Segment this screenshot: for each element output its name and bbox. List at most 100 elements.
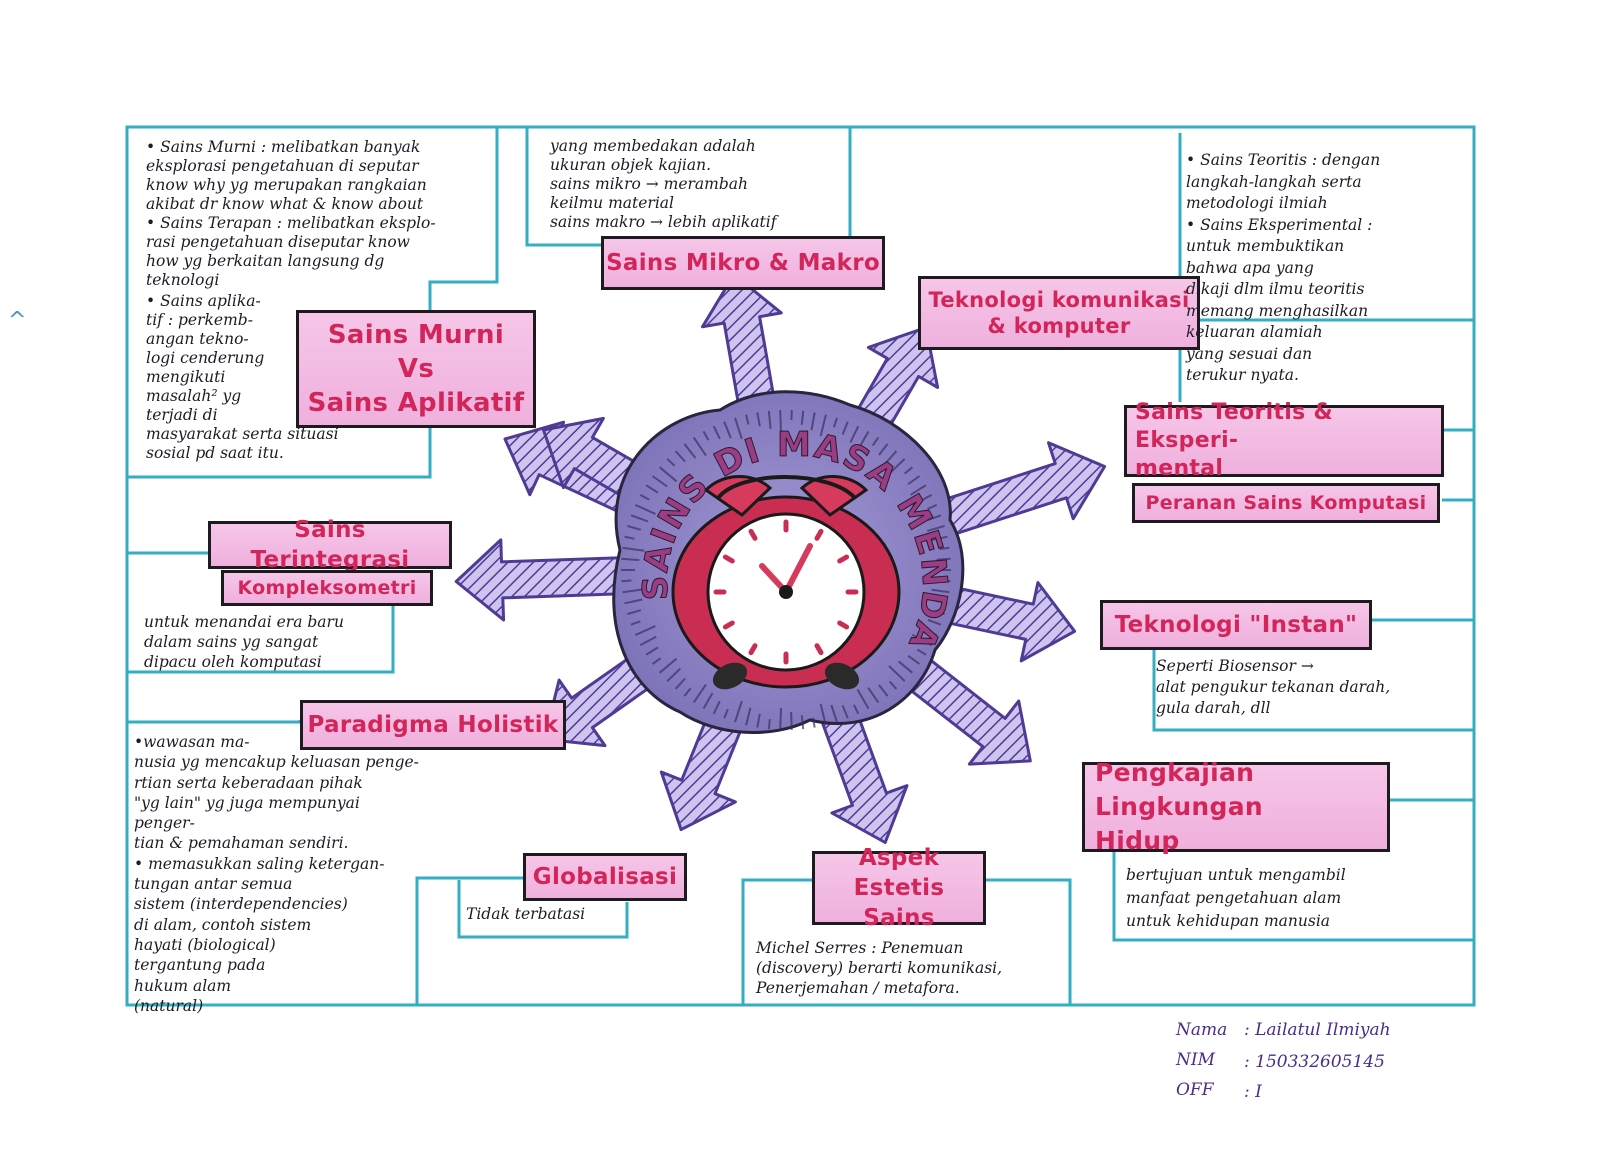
signature-name-value: : Lailatul Ilmiyah bbox=[1244, 1020, 1391, 1040]
blob-fur-stroke bbox=[622, 588, 645, 594]
blob-fur-stroke bbox=[883, 450, 898, 466]
blob-fur-stroke bbox=[925, 597, 948, 605]
blob-fur-stroke bbox=[756, 713, 761, 728]
title-sains-teoritis-eksperimental: Sains Teoritis & Eksperi- mental bbox=[1124, 400, 1444, 481]
blob-fur-stroke bbox=[645, 484, 659, 494]
blob-fur bbox=[621, 410, 951, 730]
blob-fur-stroke bbox=[927, 618, 942, 626]
title-teknologi-komunikasi: Teknologi komunikasi & komputer bbox=[918, 276, 1200, 350]
note-paradigma-holistik: •wawasan ma- nusia yg mencakup keluasan … bbox=[134, 733, 419, 1015]
note-sains-aplikatif-lanjutan: masyarakat serta situasi sosial pd saat … bbox=[146, 425, 339, 462]
blob-fur-stroke bbox=[907, 475, 921, 486]
blob-fur-stroke bbox=[800, 715, 805, 730]
blob-fur-stroke bbox=[936, 579, 951, 583]
note-globalisasi: Tidak terbatasi bbox=[466, 905, 586, 923]
blob-fur-stroke bbox=[897, 660, 914, 674]
blob-fur-stroke bbox=[651, 657, 662, 665]
signature-name-label: Nama bbox=[1176, 1020, 1228, 1040]
blob-fur-stroke bbox=[767, 719, 771, 730]
title-teknologi-instan: Teknologi "Instan" bbox=[1100, 600, 1372, 650]
blob-fur-stroke bbox=[674, 677, 686, 690]
blob-fur-stroke bbox=[888, 458, 906, 475]
blob-fur-stroke bbox=[779, 410, 782, 433]
blob-fur-stroke bbox=[723, 708, 729, 719]
note-sains-teoritis-eksperimental: • Sains Teoritis : dengan langkah-langka… bbox=[1186, 151, 1381, 384]
blob-fur-stroke bbox=[867, 687, 880, 704]
blob-fur-stroke bbox=[627, 609, 642, 616]
blob-fur-stroke bbox=[841, 421, 849, 435]
radial-arrow bbox=[818, 703, 909, 844]
blob-fur-stroke bbox=[841, 705, 849, 719]
blob-fur-stroke bbox=[634, 625, 656, 637]
blob-fur-stroke bbox=[830, 704, 838, 723]
blob-fur-stroke bbox=[683, 687, 692, 697]
blob-fur-stroke bbox=[651, 475, 668, 488]
blob-fur-stroke bbox=[645, 646, 659, 656]
blob-fur-stroke bbox=[936, 557, 951, 561]
blob-fur-stroke bbox=[767, 410, 772, 429]
note-sains-aplikatif: • Sains aplika- tif : perkemb- angan tek… bbox=[146, 292, 265, 424]
blob-fur-stroke bbox=[639, 635, 657, 646]
blob-fur-stroke bbox=[712, 700, 721, 715]
blob-fur-stroke bbox=[911, 633, 933, 646]
blob-fur-stroke bbox=[702, 692, 714, 710]
title-pengkajian-lingkungan-hidup: Pengkajian Lingkungan Hidup bbox=[1082, 758, 1390, 855]
blob-fur-stroke bbox=[779, 707, 782, 730]
blob-fur-stroke bbox=[832, 417, 838, 428]
blob-fur-stroke bbox=[723, 421, 732, 439]
note-sains-murni-terapan: • Sains Murni : melibatkan banyak eksplo… bbox=[146, 138, 436, 289]
blob-fur-stroke bbox=[931, 588, 950, 594]
blob-fur-stroke bbox=[800, 410, 805, 425]
clock-tick bbox=[748, 528, 758, 541]
signature-off-label: OFF bbox=[1176, 1080, 1214, 1100]
blob-fur-stroke bbox=[756, 412, 761, 427]
blob-fur-stroke bbox=[790, 711, 793, 730]
blob-fur-stroke bbox=[666, 458, 676, 467]
blob-fur-stroke bbox=[734, 700, 743, 723]
radial-arrow bbox=[899, 652, 1032, 766]
blob-fur-stroke bbox=[916, 648, 927, 656]
title-globalisasi: Globalisasi bbox=[523, 853, 687, 901]
signature-nim-value: : 150332605145 bbox=[1244, 1052, 1385, 1072]
blob-fur-stroke bbox=[856, 689, 870, 710]
radial-arrow bbox=[454, 538, 639, 622]
note-aspek-estetis: Michel Serres : Penemuan (discovery) ber… bbox=[756, 939, 1003, 997]
blob-fur-stroke bbox=[630, 620, 641, 626]
blob-fur-stroke bbox=[849, 425, 860, 443]
blob-fur-stroke bbox=[919, 626, 938, 637]
blob-fur-stroke bbox=[630, 514, 649, 523]
blob-fur-stroke bbox=[910, 484, 927, 496]
clock-tick bbox=[722, 620, 735, 630]
blob-fur-stroke bbox=[712, 425, 721, 440]
title-sains-mikro-makro: Sains Mikro & Makro bbox=[601, 236, 885, 290]
blob-fur-stroke bbox=[658, 657, 678, 674]
blob-fur-stroke bbox=[927, 503, 938, 510]
blob-fur-stroke bbox=[658, 466, 678, 483]
blob-fur-stroke bbox=[878, 684, 889, 697]
signature-nim-label: NIM bbox=[1176, 1050, 1215, 1070]
note-teknologi-instan: Seperti Biosensor → alat pengukur tekana… bbox=[1156, 657, 1391, 717]
blob-fur-stroke bbox=[888, 680, 898, 690]
blob-fur-stroke bbox=[927, 514, 942, 522]
signature-off-value: : I bbox=[1244, 1082, 1262, 1102]
blob-fur-stroke bbox=[888, 665, 906, 682]
title-paradigma-holistik: Paradigma Holistik bbox=[300, 700, 566, 750]
radial-arrow bbox=[940, 441, 1107, 537]
blob-fur-stroke bbox=[745, 414, 750, 425]
blob-fur-stroke bbox=[683, 443, 697, 459]
blob-fur-stroke bbox=[856, 430, 870, 451]
title-aspek-estetis-sains: Aspek Estetis Sains bbox=[812, 845, 986, 931]
blob-fur-stroke bbox=[878, 443, 889, 456]
blob-fur-stroke bbox=[745, 707, 752, 726]
alarm-clock-icon bbox=[671, 474, 901, 690]
blob-fur-stroke bbox=[871, 436, 880, 447]
blob-fur-stroke bbox=[674, 450, 686, 463]
blob-fur-stroke bbox=[939, 546, 950, 551]
blob-fur-stroke bbox=[904, 466, 914, 475]
blob-fur-stroke bbox=[622, 546, 645, 552]
blob-fur-stroke bbox=[819, 414, 827, 437]
clock-tick bbox=[837, 620, 850, 630]
blob-fur-stroke bbox=[934, 610, 945, 616]
blob-fur-stroke bbox=[925, 535, 948, 543]
